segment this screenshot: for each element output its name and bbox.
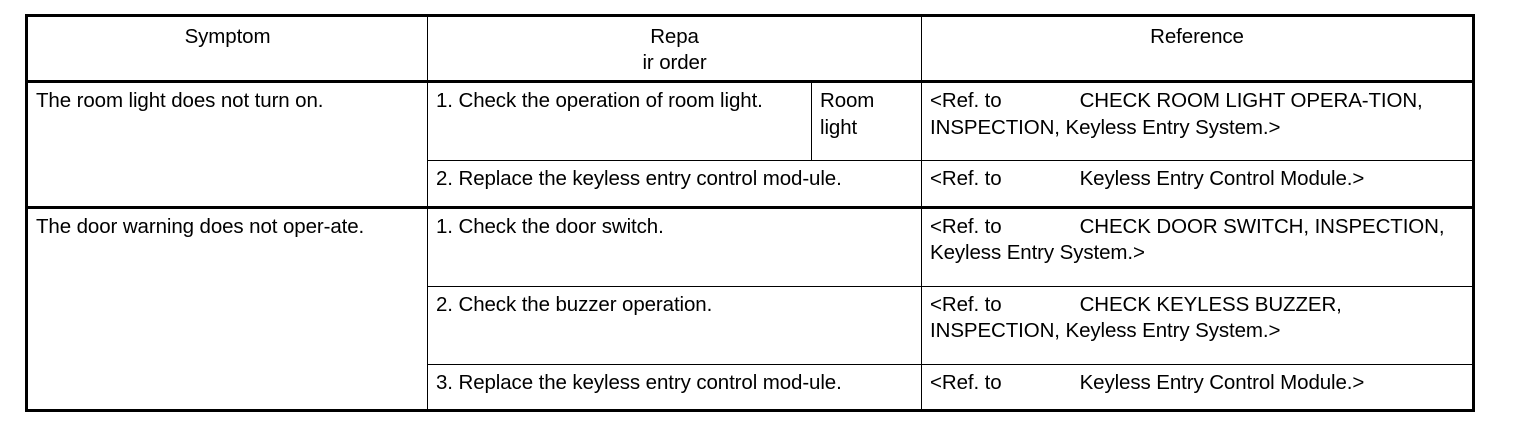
- table-row: The room light does not turn on.1. Check…: [26, 81, 1475, 208]
- repair-order-header-line1: Repa: [650, 25, 699, 48]
- table-body: The room light does not turn on.1. Check…: [26, 81, 1475, 412]
- table-row: 2. Replace the keyless entry control mod…: [27, 160, 1475, 208]
- reference-body: CHECK ROOM LIGHT OPERA-TION, INSPECTION,…: [930, 89, 1423, 139]
- repair-order-subject-cell: Room light: [810, 81, 923, 162]
- repair-order-cell: 1. Check the door switch.: [426, 205, 923, 287]
- reference-body: Keyless Entry Control Module.>: [1079, 370, 1365, 394]
- diagnostic-chart-table-container: Symptom Repa ir order Reference The room…: [25, 14, 1476, 412]
- reference-body: Keyless Entry Control Module.>: [1079, 167, 1365, 191]
- repair-order-cell: 3. Replace the keyless entry control mod…: [426, 363, 923, 412]
- diagnostic-chart-table: Symptom Repa ir order Reference The room…: [25, 14, 1476, 412]
- symptom-cell: The door warning does not oper-ate.: [26, 205, 428, 412]
- symptom-cell: The room light does not turn on.: [26, 81, 428, 208]
- reference-cell: <Ref. to Keyless Entry Control Module.>: [921, 160, 1475, 208]
- column-header-reference: Reference: [921, 14, 1475, 84]
- reference-body: CHECK KEYLESS BUZZER, INSPECTION, Keyles…: [930, 292, 1342, 343]
- table-header: Symptom Repa ir order Reference: [26, 14, 1475, 84]
- reference-cell: <Ref. to Keyless Entry Control Module.>: [921, 363, 1475, 412]
- reference-prefix: <Ref. to: [930, 89, 1002, 113]
- reference-body: CHECK DOOR SWITCH, INSPECTION, Keyless E…: [930, 214, 1445, 265]
- repair-order-cell: 2. Replace the keyless entry control mod…: [426, 160, 923, 208]
- table-row: 3. Replace the keyless entry control mod…: [27, 363, 1475, 412]
- reference-prefix: <Ref. to: [930, 167, 1002, 191]
- column-header-symptom: Symptom: [26, 14, 428, 84]
- reference-prefix: <Ref. to: [930, 370, 1002, 394]
- repair-order-cell: 1. Check the operation of room light.: [427, 81, 812, 162]
- table-header-row: Symptom Repa ir order Reference: [26, 14, 1475, 84]
- reference-prefix: <Ref. to: [930, 214, 1002, 238]
- table-row: The door warning does not oper-ate.1. Ch…: [26, 205, 1475, 412]
- column-header-repair-order: Repa ir order: [426, 14, 923, 84]
- reference-prefix: <Ref. to: [930, 292, 1002, 316]
- repair-order-header-line2: ir order: [642, 51, 707, 75]
- repair-order-cell: 2. Check the buzzer operation.: [426, 285, 923, 365]
